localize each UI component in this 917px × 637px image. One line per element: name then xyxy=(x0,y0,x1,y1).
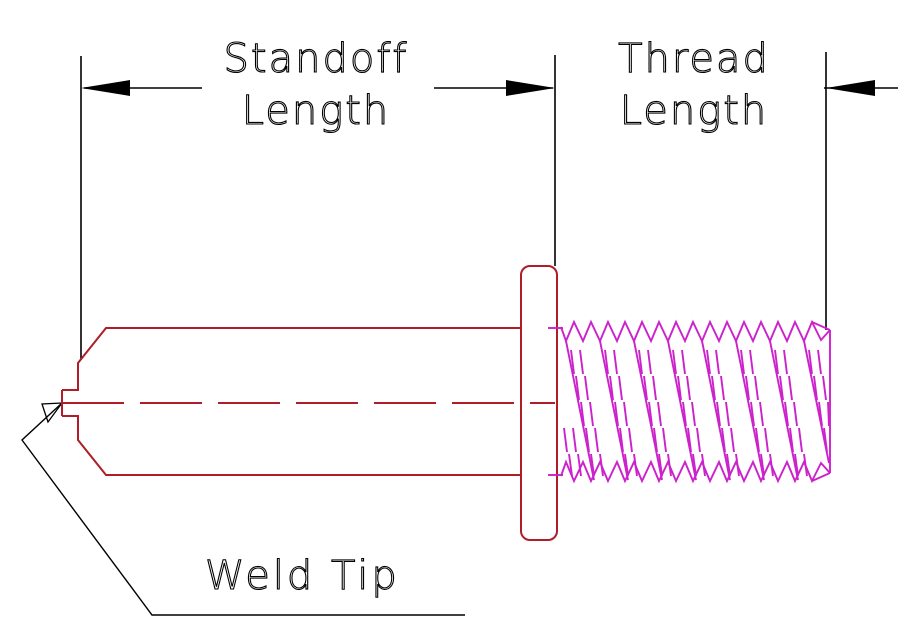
arrow-head-standoff-left xyxy=(81,80,130,96)
thread-end-chamfer-bottom xyxy=(811,472,831,482)
dimension-standoff-length: Standoff Length xyxy=(81,35,555,135)
flange-collar xyxy=(520,265,558,541)
arrow-head-standoff-right xyxy=(506,80,555,96)
thread-helix-lines xyxy=(565,340,830,481)
standoff-label-line2: Length xyxy=(242,88,391,134)
leader-line-path xyxy=(21,402,465,616)
stud-body xyxy=(61,265,558,541)
weld-tip-label: Weld Tip xyxy=(205,553,400,599)
dimension-thread-length: Thread Length xyxy=(618,35,898,135)
thread-end-chamfer-top xyxy=(811,321,831,331)
thread-label-line1: Thread xyxy=(618,36,770,82)
leader-weld-tip: Weld Tip xyxy=(21,402,465,616)
body-profile-lower xyxy=(62,415,521,476)
leader-arrow-head xyxy=(41,402,64,424)
arrow-head-thread-right xyxy=(826,80,875,96)
body-profile-upper xyxy=(62,327,521,391)
thread-label-line2: Length xyxy=(620,88,769,134)
thread-section xyxy=(548,319,831,484)
standoff-label-line1: Standoff xyxy=(224,36,409,82)
thread-crest-top xyxy=(560,319,831,344)
thread-flank-ticks xyxy=(563,349,830,477)
